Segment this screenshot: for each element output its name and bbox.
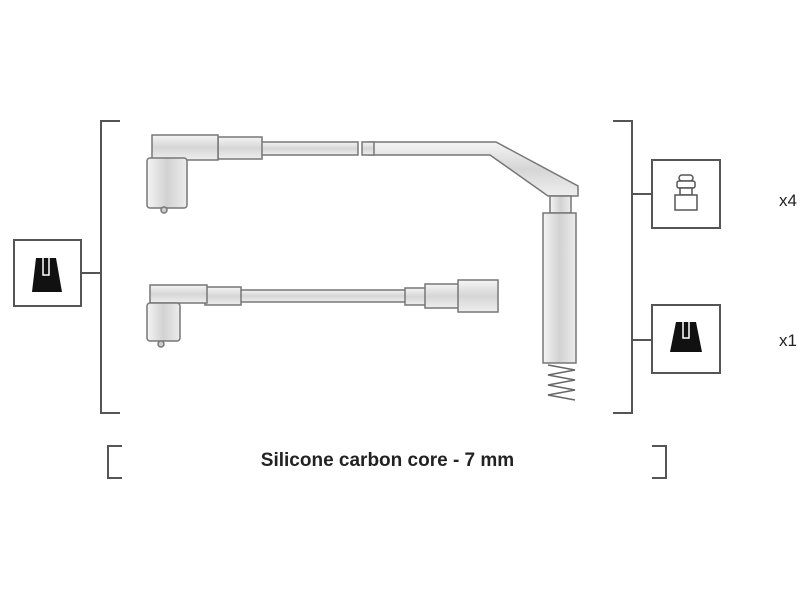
right-bracket (613, 120, 633, 414)
distributor-boot-box (651, 304, 721, 374)
ignition-lead-short (146, 279, 499, 348)
quantity-label-boot: x1 (779, 331, 797, 350)
boot-icon (670, 322, 702, 352)
spark-plug-boot-box (13, 239, 82, 307)
ignition-lead-long (146, 134, 579, 401)
coil-terminal-box (651, 159, 721, 229)
caption-bracket-right (652, 445, 667, 479)
terminal-icon (674, 174, 698, 211)
caption: Silicone carbon core - 7 mm (260, 450, 515, 471)
left-bracket (100, 120, 120, 414)
caption-bracket-left (107, 445, 122, 479)
quantity-label-terminal: x4 (779, 191, 797, 210)
